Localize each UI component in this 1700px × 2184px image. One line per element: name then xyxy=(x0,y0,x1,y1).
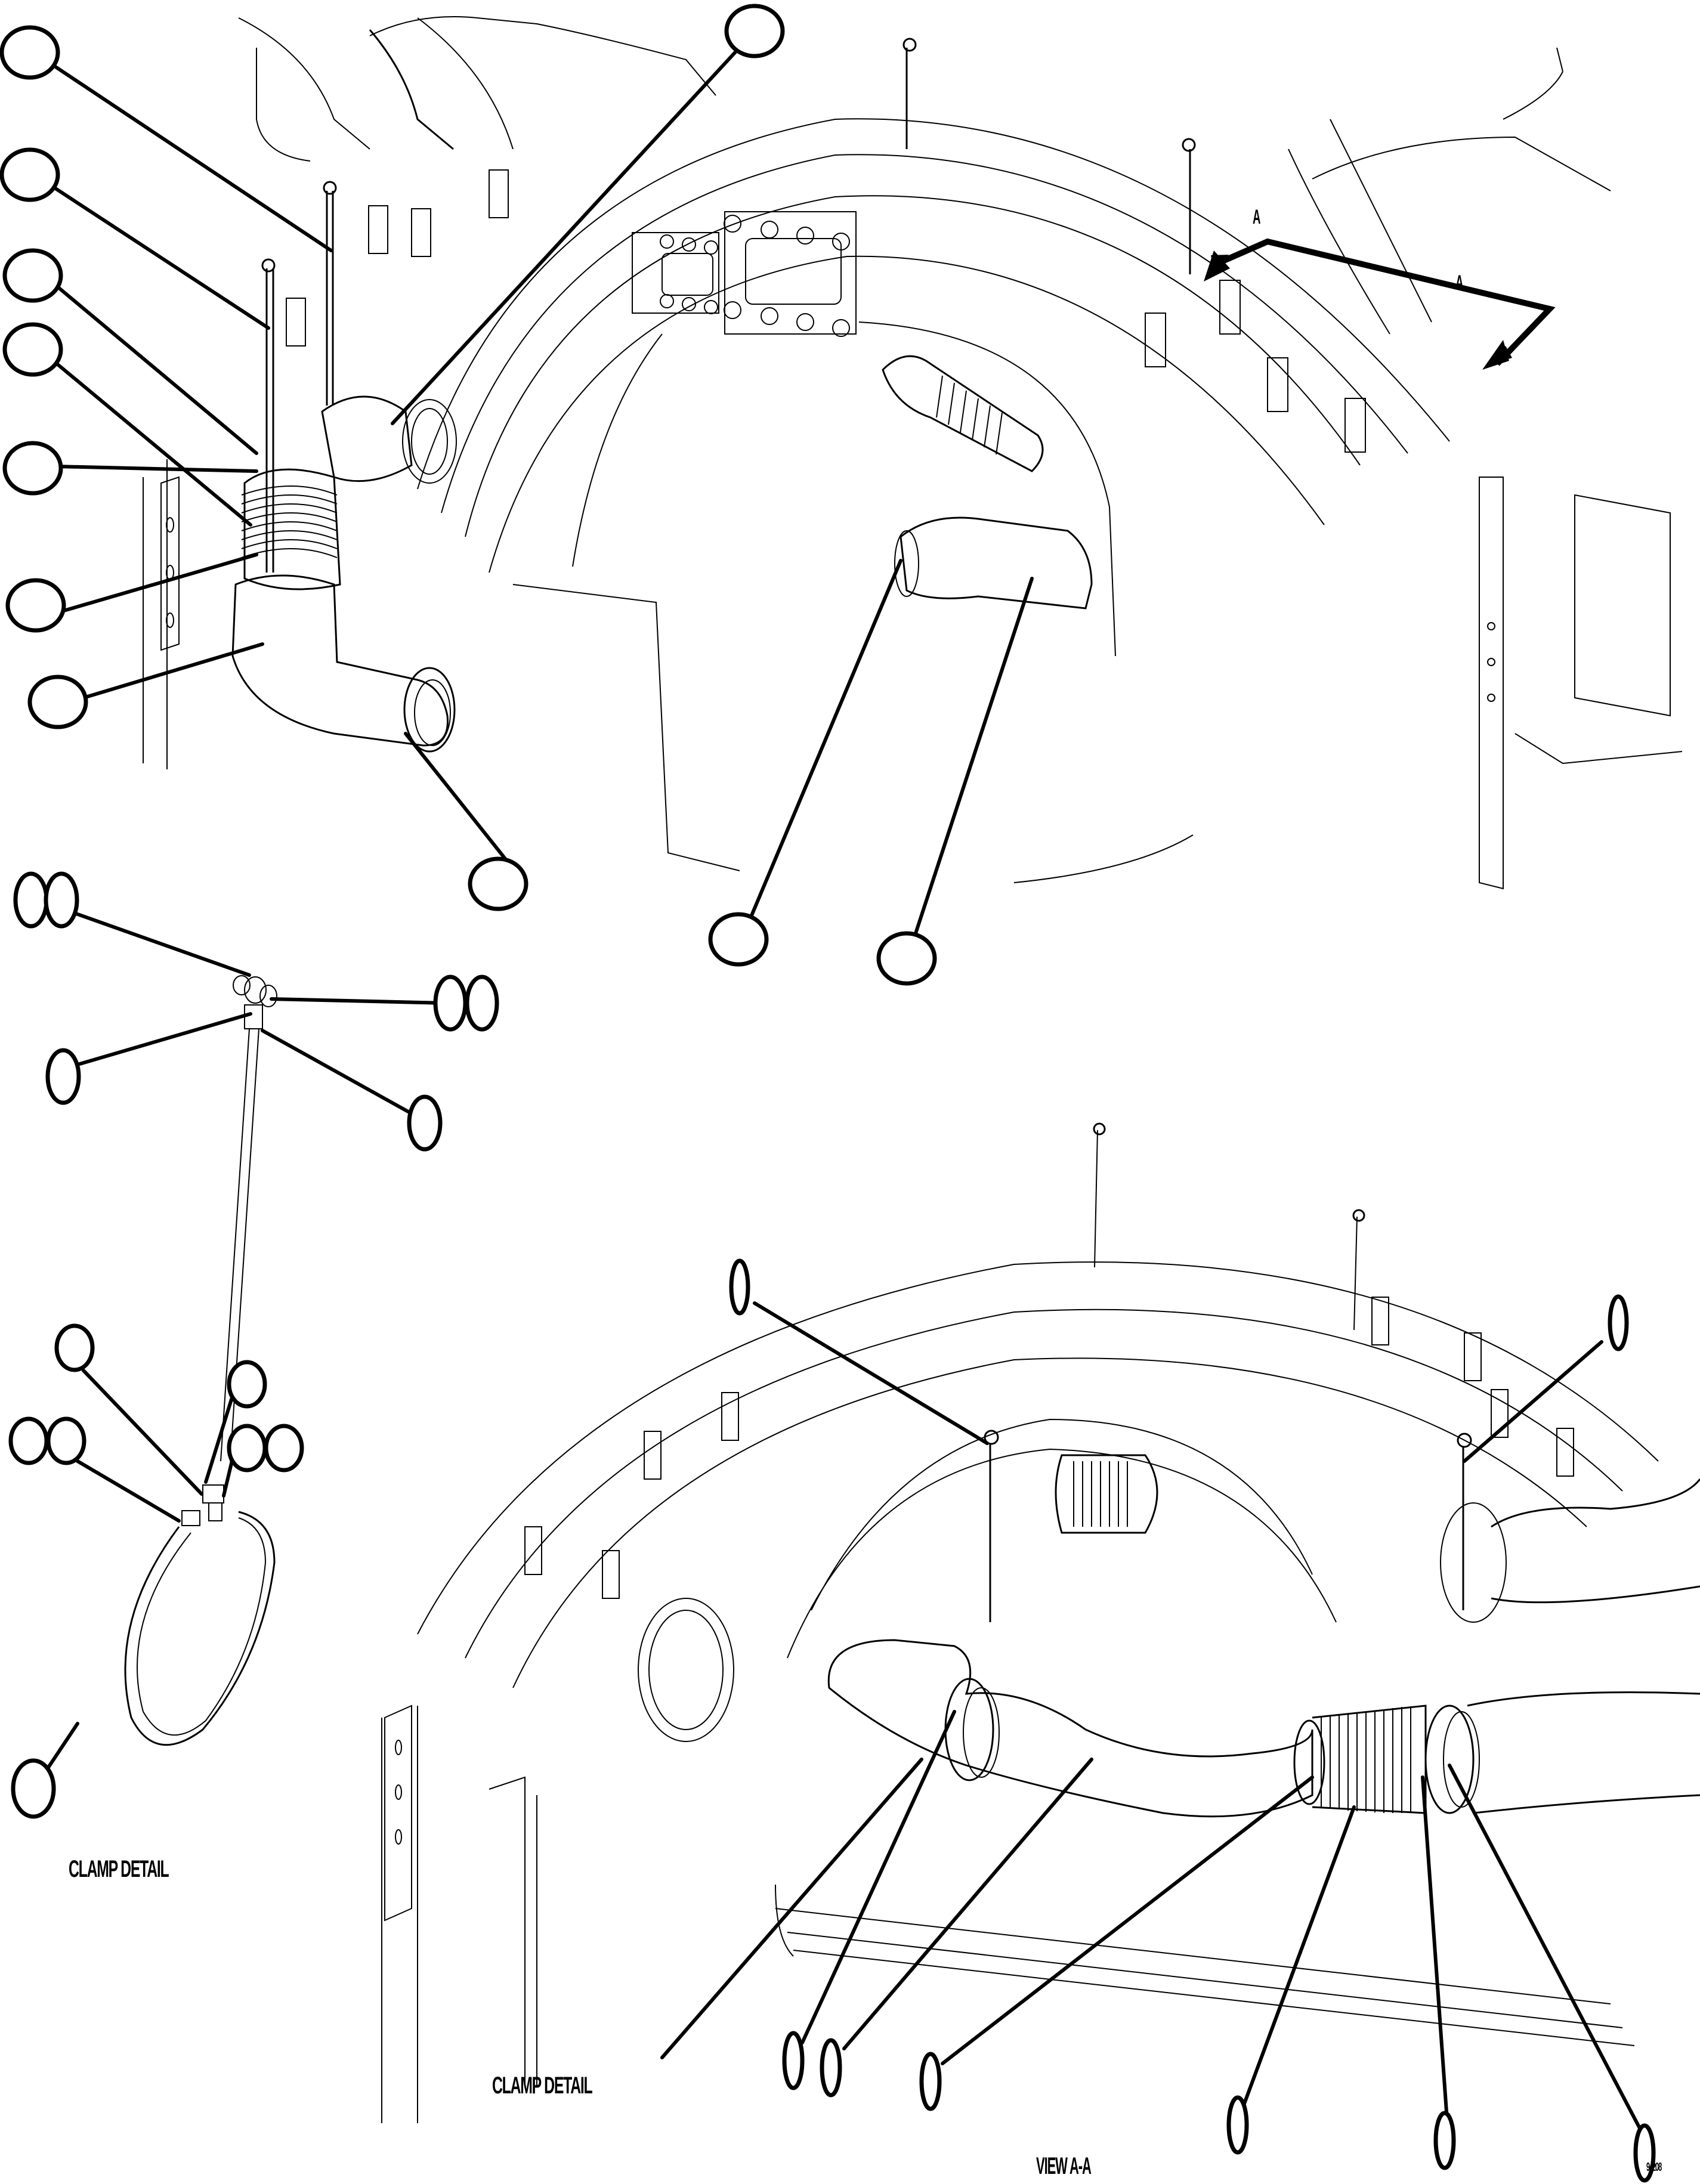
hose-assembly-aa xyxy=(827,1639,1700,1818)
section-marker-a-left: A xyxy=(1253,206,1260,228)
hose-assembly-left xyxy=(231,395,457,753)
clamp-detail xyxy=(124,1484,276,1746)
section-line-a-a xyxy=(1204,238,1556,370)
view-a-a xyxy=(381,1122,1700,2123)
clamp-detail-caption-left: CLAMP DETAIL xyxy=(69,1856,169,1882)
bellows-corrugations xyxy=(241,485,338,558)
leader-lines xyxy=(46,49,1645,2137)
arch-posts xyxy=(286,169,1366,453)
flange-plate-large xyxy=(724,211,857,337)
bellows-corrugations-aa xyxy=(1321,1706,1411,1813)
main-view xyxy=(143,16,1683,890)
clamp-detail-caption-bottom: CLAMP DETAIL xyxy=(492,2072,593,2099)
hose-assembly-right xyxy=(882,355,1093,610)
swivel-fitting xyxy=(233,975,277,1029)
figure-number: 94208 xyxy=(1646,2161,1662,2174)
view-a-a-caption: VIEW A-A xyxy=(1036,2153,1092,2179)
support-rod-1 xyxy=(261,258,276,573)
support-rod-2 xyxy=(323,181,337,406)
flange-plate-small xyxy=(632,232,719,314)
bellows-corrugations-aa-top xyxy=(1073,1461,1128,1527)
callout-balloons xyxy=(0,4,1656,2183)
bellows-corrugations-right xyxy=(936,375,1003,455)
section-marker-a-right: A xyxy=(1455,271,1463,294)
